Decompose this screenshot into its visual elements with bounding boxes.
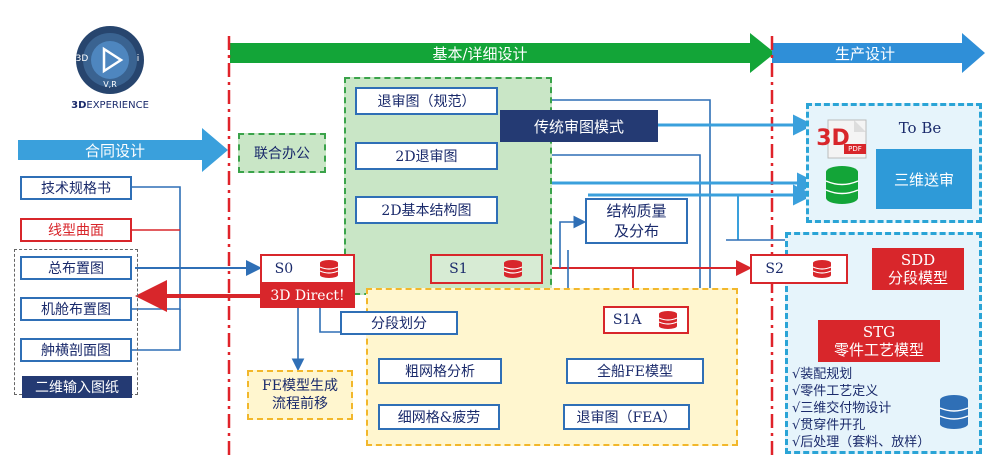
stage-s1: S1 bbox=[430, 254, 543, 284]
checklist-item: √贯穿件开孔 bbox=[792, 418, 866, 433]
phase-arrow-contract bbox=[18, 128, 228, 172]
logo-bottom-text: V,R bbox=[103, 79, 117, 89]
input-hull-surface: 线型曲面 bbox=[20, 218, 132, 242]
logo-left-text: 3D bbox=[75, 54, 89, 64]
database-icon bbox=[320, 260, 339, 278]
sdd-line2: 分段模型 bbox=[887, 269, 948, 287]
compass-icon bbox=[76, 26, 144, 94]
stage-s1a-label: S1A bbox=[612, 312, 642, 328]
phase-contract: 合同设计 bbox=[84, 141, 145, 160]
review-3d-box: 三维送审 bbox=[876, 149, 972, 209]
checklist-item: √零件工艺定义 bbox=[792, 384, 879, 399]
pdf-tag: PDF bbox=[844, 144, 866, 154]
fine-mesh-box: 细网格&疲劳 bbox=[378, 404, 500, 430]
traditional-mode-box: 传统审图模式 bbox=[500, 110, 658, 142]
phase-arrow-basic bbox=[230, 33, 775, 73]
database-icon bbox=[812, 260, 831, 278]
phase-arrow-production bbox=[772, 33, 985, 73]
basic-struct-2d-box: 2D基本结构图 bbox=[355, 196, 498, 224]
inputs-caption: 二维输入图纸 bbox=[22, 376, 132, 398]
stage-s2-label: S2 bbox=[765, 261, 784, 277]
zone-fe-flow bbox=[247, 370, 353, 420]
joint-office-label: 联合办公 bbox=[254, 146, 310, 162]
database-icon bbox=[658, 311, 678, 329]
coarse-mesh-box: 粗网格分析 bbox=[378, 358, 502, 384]
stage-s0: S0 bbox=[260, 254, 355, 284]
zone-joint-office bbox=[238, 133, 326, 173]
stc-line1: STG bbox=[862, 323, 896, 341]
input-engine-room: 机舱布置图 bbox=[20, 297, 132, 321]
whole-ship-fe-box: 全船FE模型 bbox=[566, 358, 704, 384]
review-2d-box: 2D退审图 bbox=[355, 142, 498, 170]
input-general-arrangement: 总布置图 bbox=[20, 256, 132, 280]
review-spec-box: 退审图（规范） bbox=[355, 87, 498, 115]
stc-line2: 零件工艺模型 bbox=[833, 341, 924, 359]
struct-quality-box: 结构质量 及分布 bbox=[585, 198, 688, 244]
stc-box: STG 零件工艺模型 bbox=[818, 320, 940, 362]
phase-production: 生产设计 bbox=[834, 44, 895, 63]
input-midship-section: 舯横剖面图 bbox=[20, 338, 132, 362]
database-icon bbox=[825, 166, 859, 204]
database-icon bbox=[939, 395, 969, 429]
sdd-line1: SDD bbox=[900, 251, 936, 269]
checklist-item: √后处理（套料、放样） bbox=[792, 435, 931, 450]
logo-right-text: i bbox=[136, 54, 140, 64]
segment-division-box: 分段划分 bbox=[340, 311, 458, 335]
sdd-box: SDD 分段模型 bbox=[872, 248, 964, 290]
input-tech-spec: 技术规格书 bbox=[20, 176, 132, 200]
phase-basic-detail: 基本/详细设计 bbox=[432, 44, 528, 63]
tobe-label: To Be bbox=[898, 119, 942, 137]
production-checklist: √装配规划 √零件工艺定义 √三维交付物设计 √贯穿件开孔 √后处理（套料、放样… bbox=[792, 366, 972, 451]
checklist-item: √装配规划 bbox=[792, 367, 853, 382]
direct-3d-box: 3D Direct! bbox=[260, 284, 355, 308]
stage-s0-label: S0 bbox=[274, 261, 294, 277]
database-icon bbox=[503, 260, 523, 278]
stage-s1a: S1A bbox=[603, 306, 689, 334]
stage-s2: S2 bbox=[750, 254, 848, 284]
checklist-item: √三维交付物设计 bbox=[792, 401, 892, 416]
review-fea-box: 退审图（FEA） bbox=[563, 404, 690, 430]
stage-s1-label: S1 bbox=[449, 261, 468, 277]
fe-flow-label: FE模型生成 流程前移 bbox=[262, 378, 338, 412]
pdf-3d-icon: 3D PDF bbox=[816, 118, 874, 162]
